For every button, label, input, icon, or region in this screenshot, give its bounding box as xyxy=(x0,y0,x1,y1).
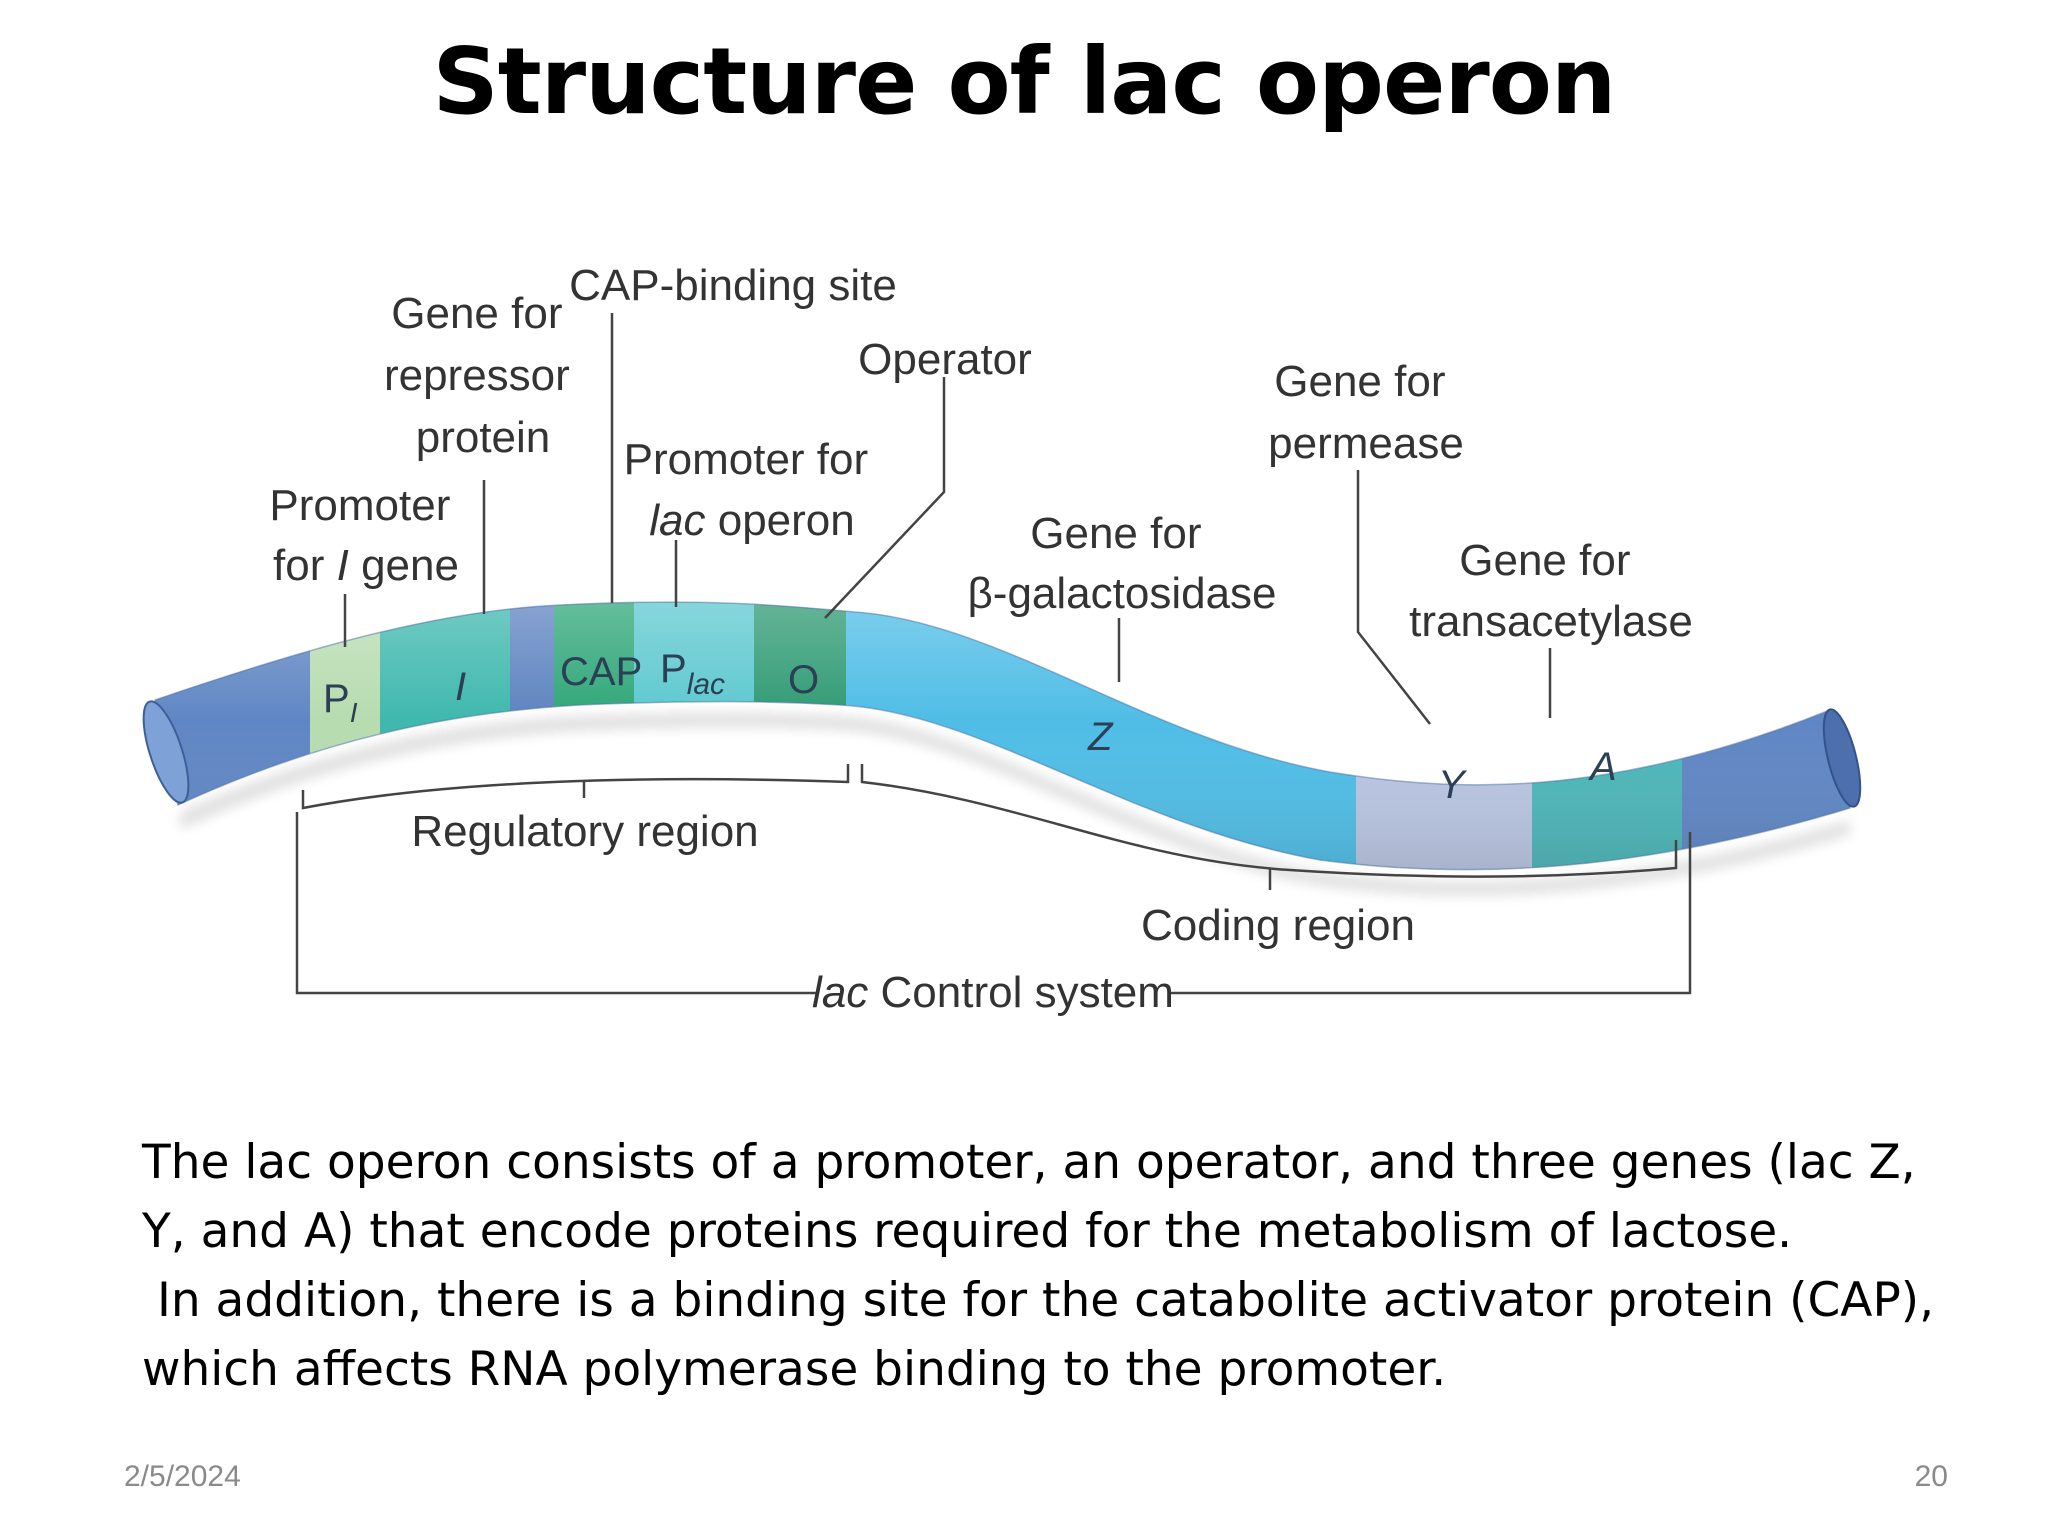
segment-plac-label: Plac xyxy=(660,647,725,701)
label-cap-binding-site: CAP-binding site xyxy=(569,261,897,310)
body-paragraph-2: In addition, there is a binding site for… xyxy=(142,1273,1950,1397)
label-galactosidase-gene: Gene for β-galactosidase xyxy=(967,509,1276,618)
slide-number: 20 xyxy=(1914,1460,1948,1493)
segment-cap-label: CAP xyxy=(560,650,642,694)
label-control-system: lac Control system xyxy=(812,968,1174,1017)
segment-i-label: I xyxy=(455,665,466,709)
region-brackets xyxy=(295,764,1692,995)
label-promoter-i-gene: Promoter for I gene xyxy=(269,481,462,590)
label-repressor-gene: Gene for repressor protein xyxy=(384,289,582,462)
segment-a-label: A xyxy=(1588,745,1617,789)
body-text: The lac operon consists of a promoter, a… xyxy=(142,1128,1942,1404)
dna-left-cap xyxy=(142,700,190,804)
label-transacetylase-gene: Gene for transacetylase xyxy=(1409,536,1693,646)
control-system-bracket xyxy=(295,812,1692,995)
label-regulatory-region: Regulatory region xyxy=(411,807,758,856)
label-permease-gene: Gene for permease xyxy=(1268,357,1464,468)
segment-z-label: Z xyxy=(1087,715,1114,759)
segment-operator-label: O xyxy=(788,658,819,702)
dna-right-cap xyxy=(1822,708,1862,808)
regulatory-bracket xyxy=(301,764,850,810)
footer-date: 2/5/2024 xyxy=(124,1460,241,1493)
slide-title: Structure of lac operon xyxy=(432,28,1617,135)
coding-bracket xyxy=(860,764,1678,878)
segment-y-label: Y xyxy=(1438,763,1468,807)
body-paragraph-1: The lac operon consists of a promoter, a… xyxy=(142,1135,1916,1259)
label-coding-region: Coding region xyxy=(1141,901,1415,950)
label-operator: Operator xyxy=(858,335,1032,384)
segment-pi-label: PI xyxy=(323,677,358,728)
leader-lines xyxy=(343,313,1552,725)
label-promoter-lac: Promoter for lac operon xyxy=(624,435,881,545)
lac-operon-diagram: PI I CAP Plac O Z Y A Promoter for I gen… xyxy=(142,261,1862,1017)
